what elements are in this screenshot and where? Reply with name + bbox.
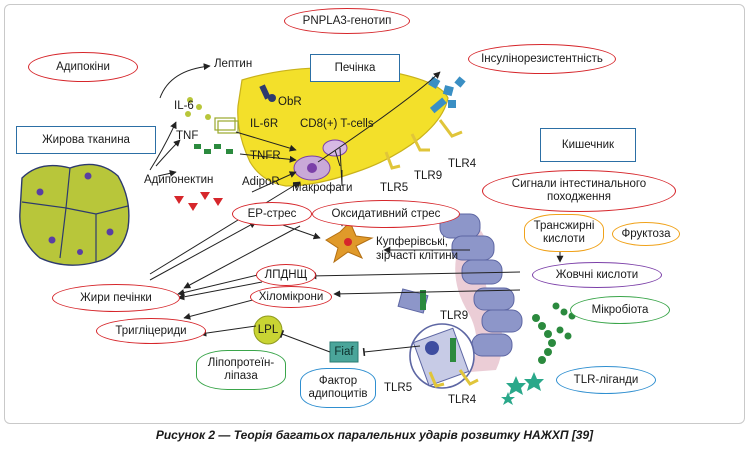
intestinal-signals-line1: Сигнали інтестинального xyxy=(511,178,647,190)
tnfr-label: TNFR xyxy=(250,150,281,162)
obr-label: ObR xyxy=(278,96,302,108)
tlr5-liver-label: TLR5 xyxy=(380,182,409,194)
adiponectin-label: Адипонектин xyxy=(144,174,214,186)
adipose-tissue-cells xyxy=(19,163,130,266)
adipor-label: AdipoR xyxy=(242,176,280,188)
tlr4-liver-label: TLR4 xyxy=(448,158,477,170)
oxidative-stress-oval: Оксидативний стрес xyxy=(312,200,460,228)
adipocyte-factor-oval: Фактор адипоцитів xyxy=(300,368,376,408)
intestinal-signals-oval: Сигнали інтестинального походження xyxy=(482,170,676,212)
chylomicrons-oval: Хіломікрони xyxy=(250,286,332,308)
insulin-resistance-oval: Інсулінорезистентність xyxy=(468,44,616,74)
figure-caption: Рисунок 2 — Теорія багатьох паралельних … xyxy=(155,428,594,442)
cd8-tcells-label: CD8(+) T-cells xyxy=(300,118,374,130)
gut-box: Кишечник xyxy=(540,128,636,162)
microbiota-chains xyxy=(532,302,576,364)
tnf-label: TNF xyxy=(176,130,199,142)
adipokines-oval: Адипокіни xyxy=(28,52,138,82)
fiaf-label: Fiaf xyxy=(334,346,354,358)
lipoprotein-lipase-line1: Ліпопротеїн- xyxy=(207,357,275,369)
trans-fats-line1: Трансжирні xyxy=(533,220,595,232)
fructose-oval: Фруктоза xyxy=(612,222,680,246)
lipoprotein-lipase-line2: ліпаза xyxy=(224,370,258,382)
triglycerides-oval: Тригліцериди xyxy=(96,318,206,344)
trans-fats-line2: кислоти xyxy=(543,233,585,245)
tlr-ligands-oval: TLR-ліганди xyxy=(556,366,656,394)
kupffer-label-line1: Купферівські, xyxy=(376,236,448,248)
tlr9-liver-label: TLR9 xyxy=(414,170,443,182)
trans-fats-oval: Трансжирні кислоти xyxy=(524,214,604,252)
lpl-label: LPL xyxy=(257,324,279,336)
pathway-arrows xyxy=(149,63,564,357)
liver-box: Печінка xyxy=(310,54,400,82)
lipoprotein-lipase-oval: Ліпопротеїн- ліпаза xyxy=(196,350,286,390)
cytokine-markers xyxy=(174,97,239,211)
il6r-label: IL-6R xyxy=(250,118,279,130)
tlr4-gut-label: TLR4 xyxy=(448,394,477,406)
pnpla3-genotype-oval: PNPLA3-генотип xyxy=(284,8,410,34)
liver-fats-oval: Жири печінки xyxy=(52,284,180,312)
kupffer-cell xyxy=(325,221,374,264)
leptin-label: Лептин xyxy=(214,58,253,70)
adipocyte-factor-line1: Фактор xyxy=(318,375,358,387)
adipose-tissue-box: Жирова тканина xyxy=(16,126,156,154)
kupffer-label-line2: зірчасті клітини xyxy=(376,250,459,262)
ldhns-oval: ЛПДНЩ xyxy=(256,264,316,286)
macrophages-label: Макрофаги xyxy=(292,182,353,194)
microbiota-oval: Мікробіота xyxy=(570,296,670,324)
tlr-ligand-stars xyxy=(501,372,544,405)
il6-label: IL-6 xyxy=(174,100,194,112)
bile-acids-oval: Жовчні кислоти xyxy=(532,262,662,288)
tlr9-gut-label: TLR9 xyxy=(440,310,469,322)
er-stress-oval: ЕР-стрес xyxy=(232,202,312,226)
intestinal-signals-line2: походження xyxy=(547,191,611,203)
gut-organ xyxy=(397,213,523,389)
tlr5-gut-label: TLR5 xyxy=(384,382,413,394)
adipocyte-factor-line2: адипоцитів xyxy=(308,388,368,400)
